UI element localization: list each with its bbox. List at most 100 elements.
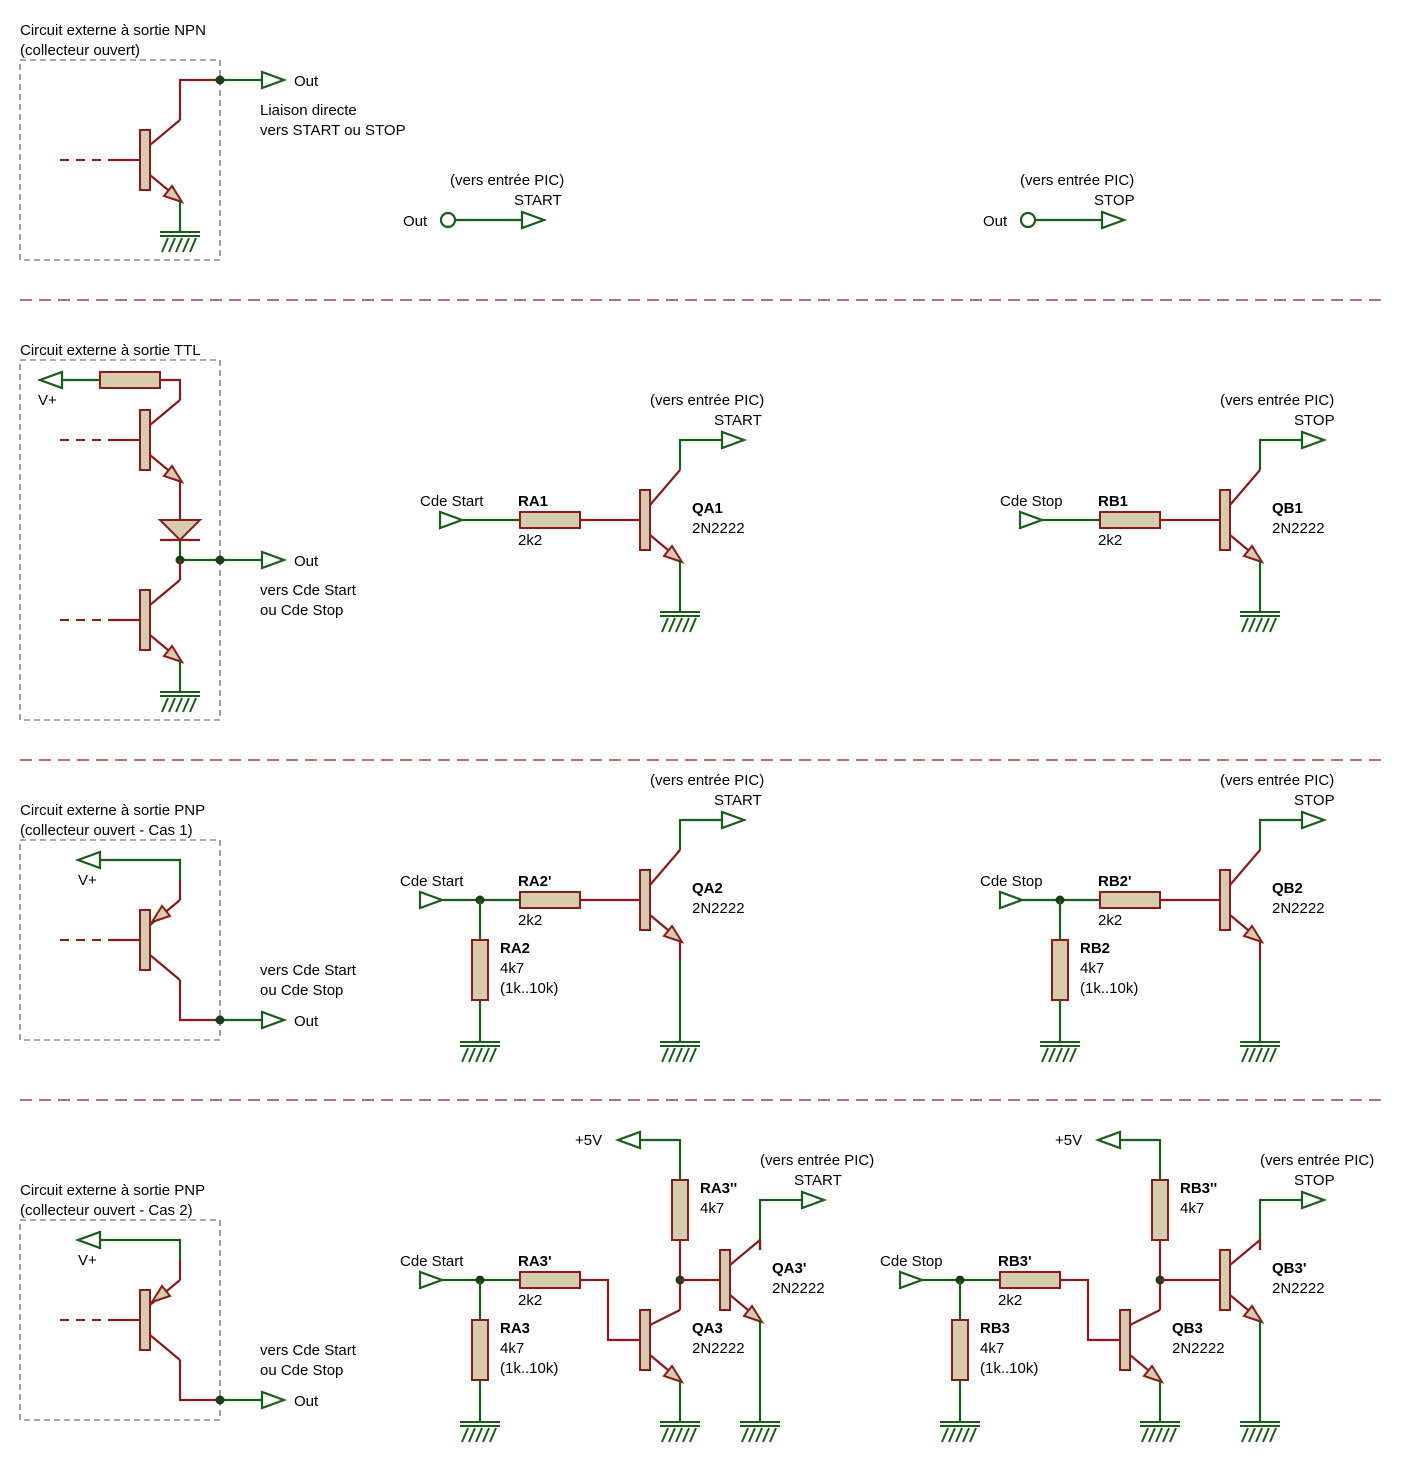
resistor-ref: RB1 <box>1098 493 1128 510</box>
ground-symbol <box>659 1421 701 1443</box>
transistor-qb3-prime <box>1219 1239 1265 1324</box>
npn-title: Circuit externe à sortie NPN <box>20 22 206 39</box>
transistor-type: 2N2222 <box>1272 900 1325 917</box>
resistor-value: 2k2 <box>518 1292 542 1309</box>
transistor-type: 2N2222 <box>692 900 745 917</box>
pulldown-ref: RB3 <box>980 1320 1010 1337</box>
out-arrow <box>260 70 288 90</box>
resistor-ref: RB2' <box>1098 873 1132 890</box>
ground-symbol <box>659 1041 701 1063</box>
stop-signal-label: STOP <box>1094 192 1135 209</box>
resistor-rb2-prime <box>1099 891 1161 909</box>
resistor-rb3-prime <box>999 1271 1061 1289</box>
resistor-ref: RA3' <box>518 1253 552 1270</box>
start-signal-label: START <box>714 412 762 429</box>
ground-symbol <box>1239 611 1281 633</box>
vplus-label: V+ <box>38 392 57 409</box>
destination-note: vers Cde Start <box>260 962 357 979</box>
transistor-qb3 <box>1119 1309 1165 1384</box>
pulldown-ref: RB2 <box>1080 940 1110 957</box>
vplus-label: V+ <box>78 1252 97 1269</box>
resistor-value: 2k2 <box>998 1292 1022 1309</box>
cde-start-label: Cde Start <box>400 873 464 890</box>
ground-symbol <box>939 1421 981 1443</box>
resistor-ref: RA2' <box>518 873 552 890</box>
transistor-ref: QA2 <box>692 880 723 897</box>
pulldown-value: 4k7 <box>1080 960 1104 977</box>
stop-signal-label: STOP <box>1294 412 1335 429</box>
pullup-value: 4k7 <box>700 1200 724 1217</box>
resistor-rb2 <box>1051 939 1069 1001</box>
cde-start-label: Cde Start <box>400 1253 464 1270</box>
pulldown-value: 4k7 <box>980 1340 1004 1357</box>
out-label: Out <box>294 1013 319 1030</box>
pulldown-value: 4k7 <box>500 960 524 977</box>
ttl-stop-stage: (vers entrée PIC) STOP Cde Stop RB1 2k2 … <box>1000 392 1335 633</box>
ground-symbol <box>659 611 701 633</box>
resistor <box>99 371 161 389</box>
start-signal-label: START <box>714 792 762 809</box>
diode <box>157 519 203 542</box>
resistor-value: 2k2 <box>1098 912 1122 929</box>
transistor-ref: QB3' <box>1272 1260 1306 1277</box>
transistor-ref: QA3 <box>692 1320 723 1337</box>
resistor-ra2 <box>471 939 489 1001</box>
destination-note-2: ou Cde Stop <box>260 602 343 619</box>
pnp2-subtitle: (collecteur ouvert - Cas 2) <box>20 1202 193 1219</box>
start-signal-label: START <box>514 192 562 209</box>
out-arrow <box>260 550 288 570</box>
supply-label: +5V <box>575 1132 602 1149</box>
pic-input-header: (vers entrée PIC) <box>1020 172 1134 189</box>
pnp1-start-stage: (vers entrée PIC) START Cde Start RA2' 2… <box>400 772 764 1063</box>
transistor-qa3 <box>639 1309 685 1384</box>
start-signal-label: START <box>794 1172 842 1189</box>
resistor-rb3-pullup <box>1151 1179 1169 1241</box>
stop-signal-label: STOP <box>1294 1172 1335 1189</box>
pullup-value: 4k7 <box>1180 1200 1204 1217</box>
destination-note-2: ou Cde Stop <box>260 1362 343 1379</box>
transistor-ref: QA3' <box>772 1260 806 1277</box>
cde-start-label: Cde Start <box>420 493 484 510</box>
pic-input-header: (vers entrée PIC) <box>760 1152 874 1169</box>
pnp2-start-stage: +5V RA3'' 4k7 (vers entrée PIC) START QA… <box>400 1130 874 1443</box>
ground-symbol <box>159 231 201 253</box>
pnp2-external-circuit: Circuit externe à sortie PNP (collecteur… <box>19 1182 357 1421</box>
resistor-value: 2k2 <box>1098 532 1122 549</box>
pnp1-subtitle: (collecteur ouvert - Cas 1) <box>20 822 193 839</box>
transistor-type: 2N2222 <box>772 1280 825 1297</box>
pnp1-external-circuit: Circuit externe à sortie PNP (collecteur… <box>19 802 357 1041</box>
resistor-ra1 <box>519 511 581 529</box>
pullup-ref: RA3'' <box>700 1180 737 1197</box>
transistor-type: 2N2222 <box>692 520 745 537</box>
ttl-start-stage: (vers entrée PIC) START Cde Start RA1 2k… <box>420 392 764 633</box>
out-terminal-label: Out <box>403 213 428 230</box>
out-label: Out <box>294 1393 319 1410</box>
pic-input-header: (vers entrée PIC) <box>1260 1152 1374 1169</box>
out-arrow <box>260 1390 288 1410</box>
out-label: Out <box>294 553 319 570</box>
pnp-transistor <box>139 899 181 981</box>
pulldown-range: (1k..10k) <box>500 1360 558 1377</box>
pulldown-range: (1k..10k) <box>1080 980 1138 997</box>
pnp2-title: Circuit externe à sortie PNP <box>20 1182 205 1199</box>
resistor-ref: RB3' <box>998 1253 1032 1270</box>
transistor-ref: QB2 <box>1272 880 1303 897</box>
destination-note: vers Cde Start <box>260 1342 357 1359</box>
pnp2-stop-stage: +5V RB3'' 4k7 (vers entrée PIC) STOP QB3… <box>880 1130 1374 1443</box>
npn-transistor <box>139 579 185 664</box>
external-circuit-box <box>19 1219 221 1421</box>
ground-symbol <box>159 691 201 713</box>
external-circuit-box <box>19 359 221 721</box>
ground-symbol <box>1239 1421 1281 1443</box>
resistor-value: 2k2 <box>518 532 542 549</box>
resistor-ra3-prime <box>519 1271 581 1289</box>
stop-signal-label: STOP <box>1294 792 1335 809</box>
resistor-value: 2k2 <box>518 912 542 929</box>
pulldown-ref: RA2 <box>500 940 530 957</box>
transistor-qa3-prime <box>719 1239 765 1324</box>
out-terminal <box>439 211 457 229</box>
pnp1-stop-stage: (vers entrée PIC) STOP Cde Stop RB2' 2k2… <box>980 772 1335 1063</box>
transistor-qb1 <box>1219 469 1265 564</box>
out-terminal-label: Out <box>983 213 1008 230</box>
